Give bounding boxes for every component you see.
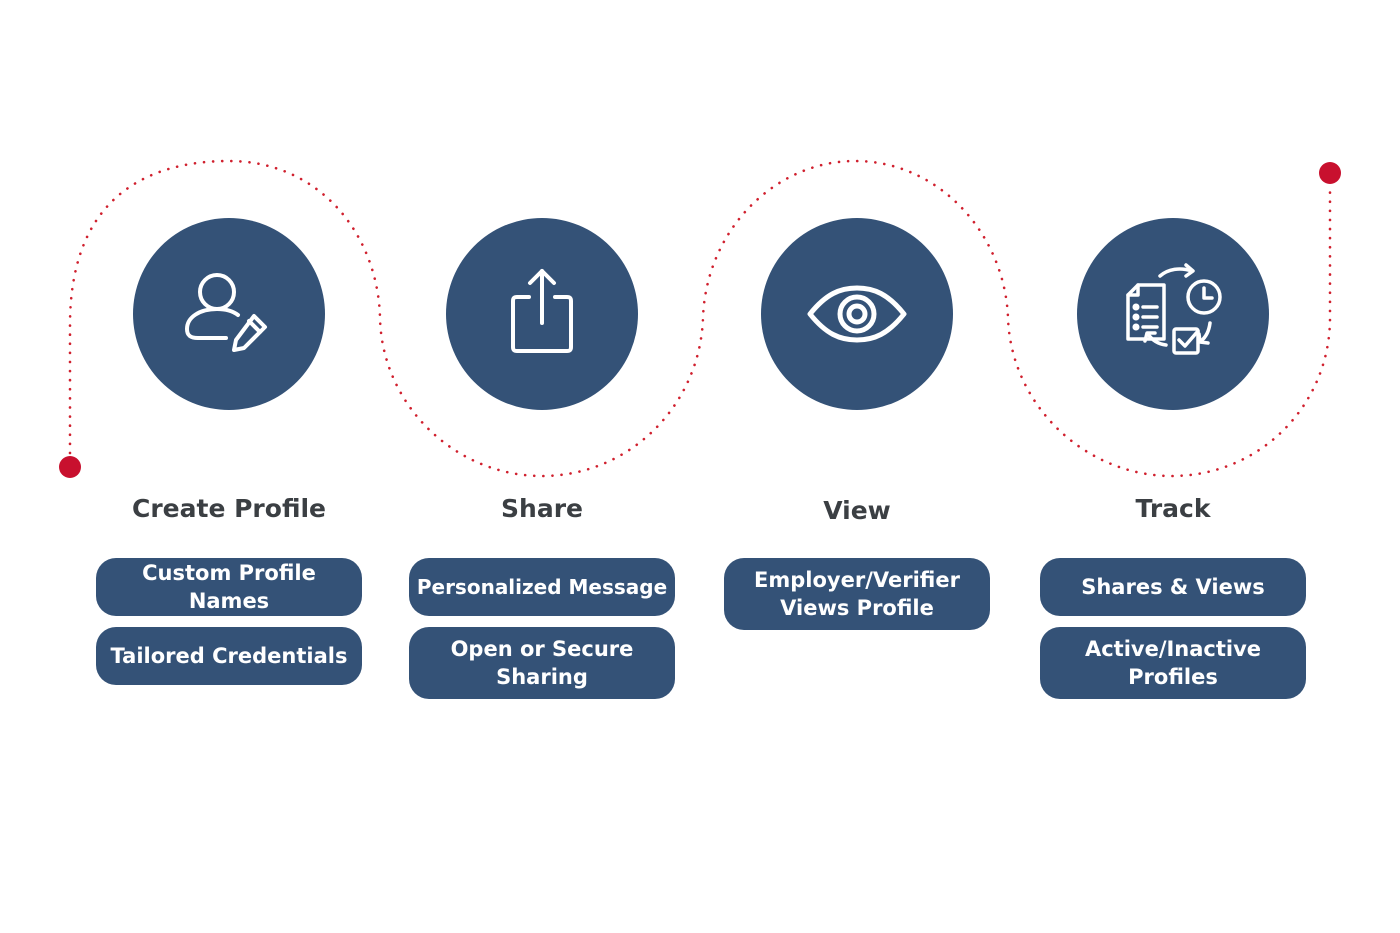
- step-share: Share Personalized Message Open or Secur…: [407, 218, 677, 718]
- step-title: Create Profile: [132, 494, 326, 523]
- step-view: View Employer/Verifier Views Profile: [722, 218, 992, 718]
- step-create-profile: Create Profile Custom Profile Names Tail…: [94, 218, 364, 718]
- feature-pill: Employer/Verifier Views Profile: [724, 558, 990, 630]
- step-track: Track Shares & Views Active/Inactive Pro…: [1038, 218, 1308, 718]
- dotted-connector: [68, 159, 1332, 478]
- eye-icon: [807, 285, 907, 343]
- step-circle: [1077, 218, 1269, 410]
- feature-pill: Tailored Credentials: [96, 627, 362, 685]
- user-edit-icon: [185, 273, 267, 352]
- feature-pill: Personalized Message: [409, 558, 675, 616]
- step-circle: [446, 218, 638, 410]
- feature-pill: Open or Secure Sharing: [409, 627, 675, 699]
- step-title: View: [823, 496, 891, 525]
- path-start-dot: [59, 456, 81, 478]
- step-circle: [761, 218, 953, 410]
- feature-pill: Custom Profile Names: [96, 558, 362, 616]
- step-circle: [133, 218, 325, 410]
- share-upload-icon: [511, 269, 573, 353]
- path-end-dot: [1319, 162, 1341, 184]
- tracking-cycle-icon: [1126, 263, 1222, 355]
- feature-pill: Shares & Views: [1040, 558, 1306, 616]
- step-title: Track: [1135, 494, 1211, 523]
- step-title: Share: [501, 494, 583, 523]
- feature-pill: Active/Inactive Profiles: [1040, 627, 1306, 699]
